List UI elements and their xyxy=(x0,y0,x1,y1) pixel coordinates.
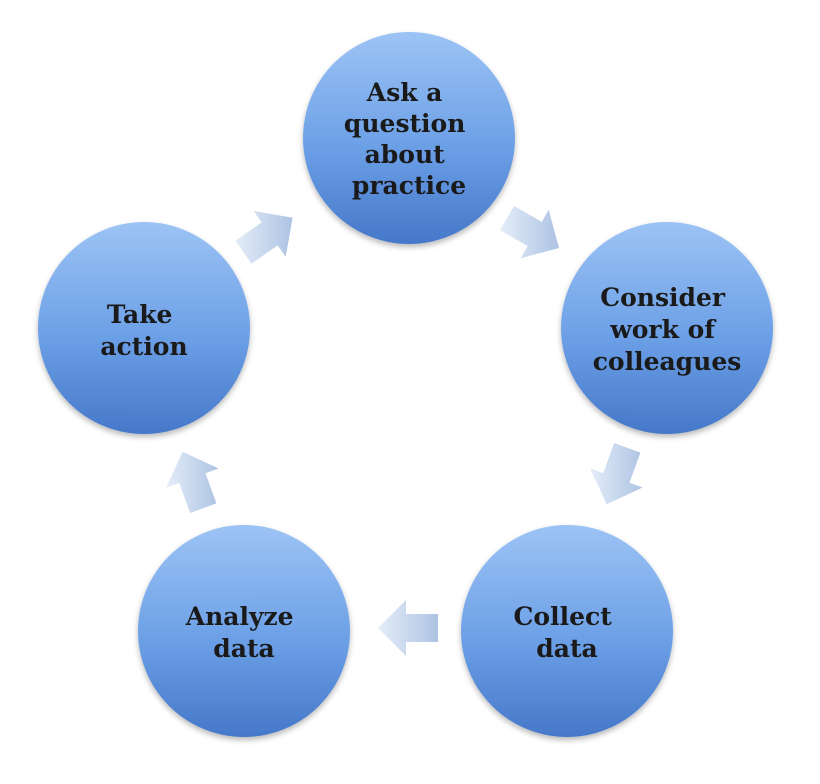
node-label-line: Consider xyxy=(600,283,726,312)
node-label: Collect data xyxy=(514,602,621,663)
node-label: Consider work of colleagues xyxy=(593,283,742,376)
arrow-consider-to-collect xyxy=(590,443,643,505)
node-label-line: data xyxy=(536,634,597,663)
node-circle xyxy=(461,525,673,737)
node-circle xyxy=(138,525,350,737)
node-label-line: Analyze xyxy=(185,602,294,631)
arrow-take-action-to-ask xyxy=(235,210,293,264)
node-label: Take action xyxy=(100,300,187,361)
node-label-line: work of xyxy=(609,315,717,344)
node-label-line: Ask a xyxy=(366,78,443,107)
arrow-analyze-to-take-action xyxy=(166,451,219,513)
node-ask-question: Ask a question about practice xyxy=(303,32,515,244)
node-label-line: Collect xyxy=(514,602,613,631)
node-label-line: colleagues xyxy=(593,347,742,376)
node-circle xyxy=(38,222,250,434)
node-take-action: Take action xyxy=(38,222,250,434)
node-label-line: question xyxy=(344,109,466,138)
arrows-layer xyxy=(166,205,643,656)
node-label: Ask a question about practice xyxy=(344,78,474,200)
node-collect-data: Collect data xyxy=(461,525,673,737)
node-circle xyxy=(303,32,515,244)
node-consider-work: Consider work of colleagues xyxy=(561,222,773,434)
node-label-line: data xyxy=(213,634,274,663)
arrow-ask-to-consider xyxy=(500,205,559,259)
node-circle xyxy=(561,222,773,434)
node-label-line: practice xyxy=(352,171,466,200)
node-label-line: Take xyxy=(107,300,173,329)
node-label: Analyze data xyxy=(185,602,303,663)
node-label-line: about xyxy=(365,140,446,169)
node-analyze-data: Analyze data xyxy=(138,525,350,737)
arrow-collect-to-analyze xyxy=(378,600,438,656)
node-label-line: action xyxy=(100,332,187,361)
